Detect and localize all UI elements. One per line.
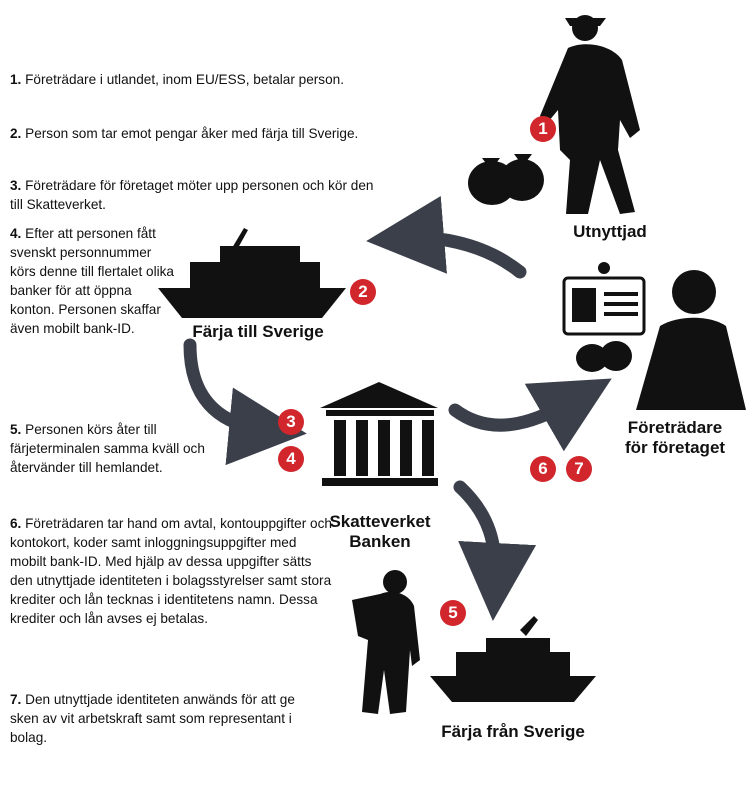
label-exploited: Utnyttjad [573, 222, 647, 241]
label-bank-line1: Skatteverket [329, 512, 431, 531]
man-walking-icon [540, 15, 640, 214]
arrow-bank-to-rep [448, 378, 612, 452]
badge-2: 2 [350, 279, 376, 305]
arrow-ferry-to-bank [183, 338, 307, 466]
ferry-from-icon [430, 616, 596, 702]
label-rep-line1: Företrädare [627, 418, 723, 437]
badge-4: 4 [278, 446, 304, 472]
badge-6: 6 [530, 456, 556, 482]
ferry-to-icon [158, 228, 346, 318]
step-6: 6. Företrädaren tar hand om avtal, konto… [10, 516, 332, 626]
label-ferry-to: Färja till Sverige [192, 322, 324, 341]
step-5: 5. Personen körs åter till färjeterminal… [10, 422, 205, 475]
arrow-bank-to-ferry [453, 480, 537, 621]
money-bags-small-icon [576, 341, 632, 372]
step-4: 4. Efter att personen fått svenskt perso… [10, 226, 174, 336]
step-3: 3. Företrädare för företaget möter upp p… [10, 178, 374, 212]
label-rep-line2: för företaget [624, 438, 726, 457]
id-card-icon [562, 262, 646, 336]
badge-1: 1 [530, 116, 556, 142]
badge-5: 5 [440, 600, 466, 626]
label-ferry-from: Färja från Sverige [441, 722, 585, 741]
step-1: 1. Företrädare i utlandet, inom EU/ESS, … [10, 72, 344, 87]
badge-7: 7 [566, 456, 592, 482]
step-7: 7. Den utnyttjade identiteten anwänds fö… [10, 692, 295, 745]
step-2: 2. Person som tar emot pengar åker med f… [10, 126, 359, 141]
man-walking-bottom-icon [352, 570, 420, 714]
label-bank-line2: Banken [349, 532, 411, 551]
badge-3: 3 [278, 409, 304, 435]
money-bags-icon [468, 154, 544, 205]
bank-building-icon [320, 382, 438, 486]
arrow-exploited-to-ferry [366, 196, 527, 279]
businessman-icon [636, 270, 746, 410]
